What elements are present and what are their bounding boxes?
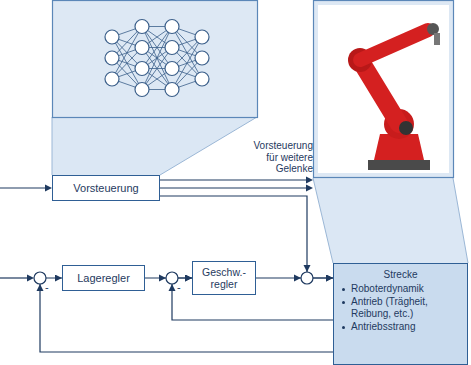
arrowhead	[294, 275, 301, 282]
robot-tool	[434, 33, 440, 45]
item-text: Roboterdynamik	[351, 283, 424, 294]
item-text: Antrieb (Trägheit, Reibung, etc.)	[351, 296, 428, 319]
arrowhead	[37, 284, 44, 291]
minus-sign: -	[177, 281, 181, 294]
robot-forearm	[360, 30, 428, 60]
network-neuron	[165, 62, 179, 76]
arrowhead	[169, 284, 176, 291]
bullet-dot	[342, 288, 345, 291]
plant-item: Antriebsstrang	[340, 321, 461, 333]
arrowhead	[306, 185, 313, 192]
network-neuron	[105, 72, 119, 86]
network-link	[142, 27, 172, 90]
network-neuron	[195, 51, 209, 65]
feedforward-box: Vorsteuerung	[52, 175, 160, 201]
zoom-line	[313, 178, 333, 263]
input-line	[0, 187, 48, 188]
plant-heading: Strecke	[340, 269, 461, 281]
plant-box: StreckeRoboterdynamikAntrieb (Trägheit, …	[333, 263, 468, 365]
zoom-line	[453, 178, 468, 263]
network-neuron	[105, 30, 119, 44]
arrowhead	[304, 265, 311, 272]
zoom-line	[160, 117, 257, 175]
zoom-line	[52, 117, 53, 175]
box-label: Vorsteuerung	[73, 182, 138, 195]
output-line	[150, 179, 309, 180]
arrowhead	[159, 275, 166, 282]
arrowhead	[45, 185, 52, 192]
robot-counterweight	[399, 121, 413, 135]
network-neuron	[195, 72, 209, 86]
network-neuron	[135, 83, 149, 97]
summing-junction	[301, 272, 313, 284]
robot-photo-ground	[318, 5, 449, 173]
bullet-dot	[342, 326, 345, 329]
item-text: Antriebsstrang	[351, 321, 415, 332]
robot-illustration	[348, 23, 440, 170]
plant-item: Roboterdynamik	[340, 283, 461, 295]
heading-text: Strecke	[384, 269, 418, 280]
network-neuron	[135, 41, 149, 55]
arrowhead	[27, 275, 34, 282]
zoom-wedge	[313, 178, 468, 263]
input-line	[0, 277, 30, 278]
summing-junction	[166, 272, 178, 284]
network-neuron	[135, 62, 149, 76]
network-neuron	[165, 20, 179, 34]
robot-panel	[314, 1, 454, 178]
network-neuron	[105, 51, 119, 65]
arrowhead	[306, 177, 313, 184]
box-label: Lageregler	[77, 272, 130, 285]
neural-network-icon	[105, 20, 209, 97]
controller-box: Geschw.-regler	[192, 261, 256, 295]
controller-box: Lageregler	[62, 265, 145, 291]
network-neuron	[165, 41, 179, 55]
network-neuron	[165, 83, 179, 97]
zoom-wedge	[52, 117, 257, 175]
network-neuron	[135, 20, 149, 34]
network-neuron	[195, 30, 209, 44]
output-line	[150, 187, 309, 188]
bullet-dot	[342, 301, 345, 304]
minus-sign: -	[45, 281, 49, 294]
robot-base	[368, 160, 430, 170]
plant-item: Antrieb (Trägheit, Reibung, etc.)	[340, 296, 461, 320]
box-label: Geschw.-regler	[197, 266, 251, 290]
network-panel	[53, 1, 258, 118]
summing-junction	[34, 272, 46, 284]
signal-note: Vorsteuerung für weitere Gelenke	[243, 140, 313, 175]
network-link	[142, 27, 172, 90]
